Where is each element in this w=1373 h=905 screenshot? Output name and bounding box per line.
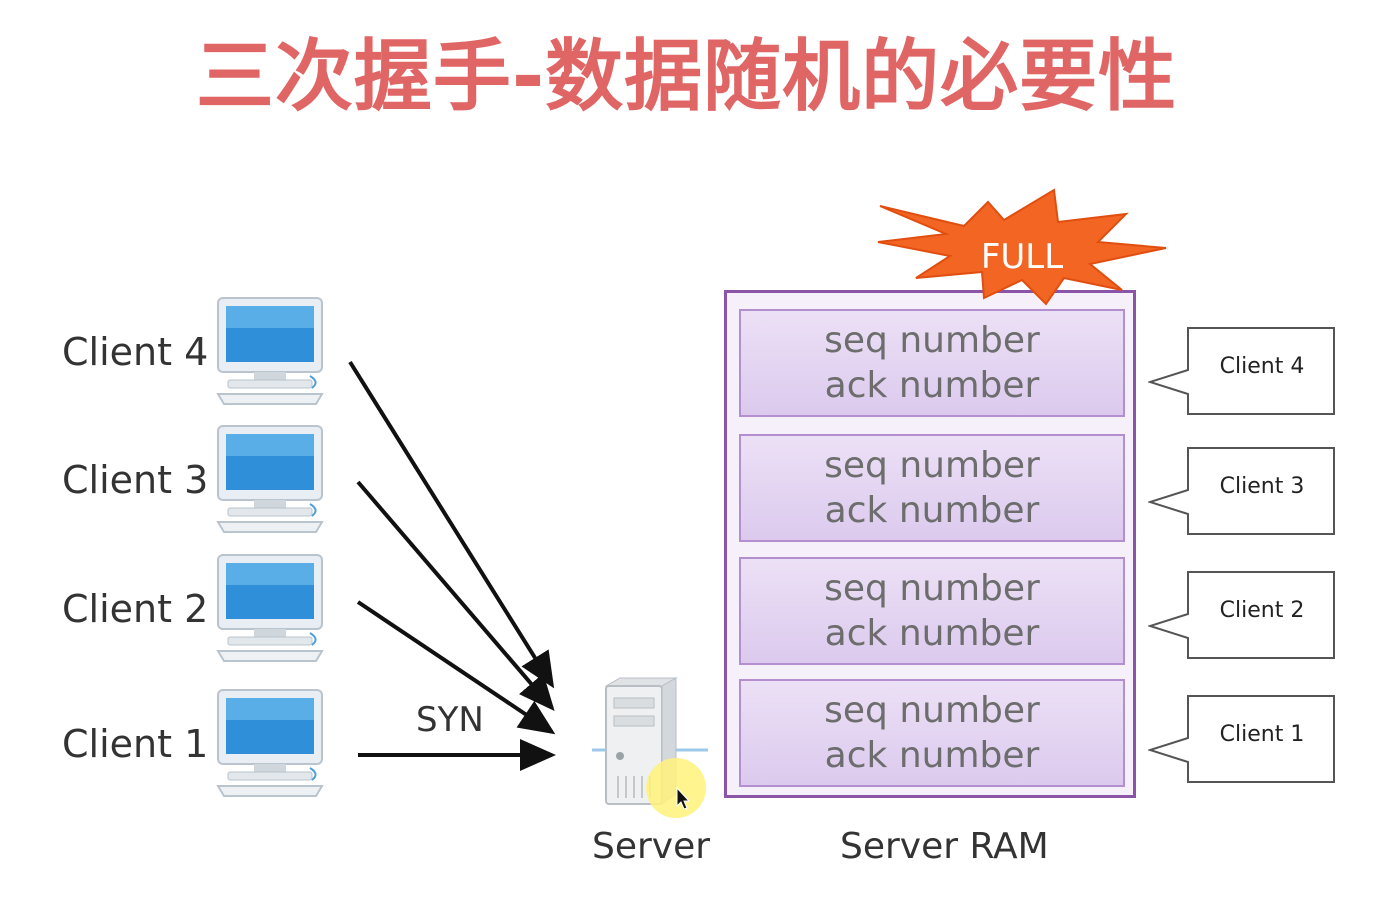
callout-client-1: Client 1 [1219,722,1305,747]
syn-label: SYN [416,700,484,740]
computer-icon [216,554,324,662]
page-title: 三次握手-数据随机的必要性 [195,32,1178,122]
ram-slot: seq number ack number [739,309,1125,417]
callout-bubble [1148,327,1335,415]
full-label: FULL [981,237,1063,277]
seq-number-text: seq number [824,320,1040,361]
ack-number-text: ack number [824,613,1040,654]
ack-number-text: ack number [824,365,1040,406]
server-ram-label: Server RAM [840,826,1049,867]
seq-number-text: seq number [824,568,1040,609]
mouse-cursor-icon [646,758,706,818]
client-4-label: Client 4 [62,330,209,374]
callout-bubble [1148,695,1335,783]
arrow-client-4 [348,360,555,689]
client-2-label: Client 2 [62,587,209,631]
computer-icon [216,425,324,533]
ram-slot: seq number ack number [739,434,1125,542]
seq-number-text: seq number [824,445,1040,486]
arrow-client-3 [356,480,555,712]
arrow-client-2 [356,600,556,735]
ack-number-text: ack number [824,490,1040,531]
callout-bubble [1148,571,1335,659]
ram-slot: seq number ack number [739,679,1125,787]
callout-client-2: Client 2 [1219,598,1305,623]
client-1-label: Client 1 [62,722,209,766]
callout-client-4: Client 4 [1219,354,1305,379]
server-icon [592,677,708,805]
seq-number-text: seq number [824,690,1040,731]
server-label: Server [592,826,711,867]
computer-icon [216,689,324,797]
callout-client-3: Client 3 [1219,474,1305,499]
callout-bubble [1148,447,1335,535]
server-ram-box: seq number ack number seq number ack num… [724,290,1136,798]
client-3-label: Client 3 [62,458,209,502]
ram-slot: seq number ack number [739,557,1125,665]
full-burst-icon: FULL [877,188,1167,306]
ack-number-text: ack number [824,735,1040,776]
computer-icon [216,297,324,405]
